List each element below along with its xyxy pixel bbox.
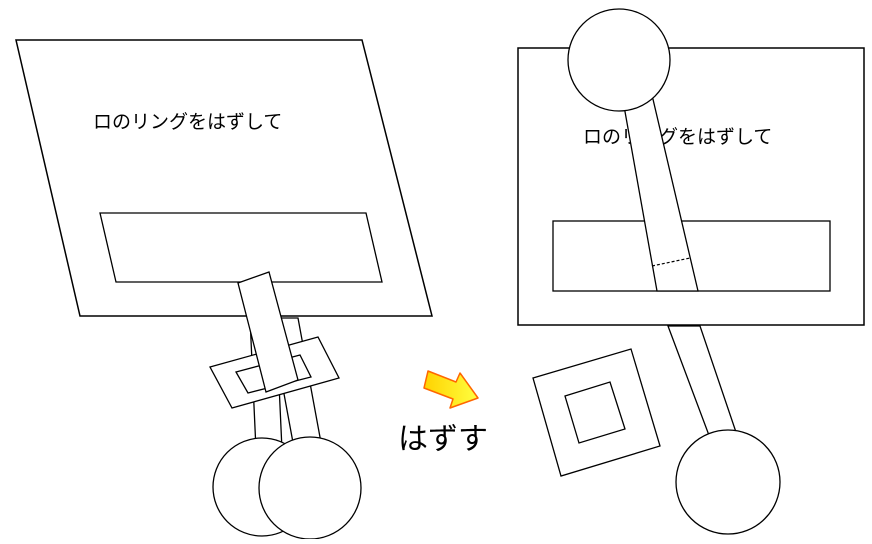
left-strap-tab xyxy=(237,271,299,393)
right-ball-bottom xyxy=(675,429,781,535)
left-ball-front xyxy=(258,436,362,540)
right-lower-strap xyxy=(667,325,739,439)
right-removed-ring-hole xyxy=(564,381,626,444)
arrow-group: はずす xyxy=(398,370,488,457)
right-strap-fold-line xyxy=(651,257,691,267)
left-assembly: ロのリングをはずして xyxy=(15,39,433,540)
left-card-slot xyxy=(99,212,383,283)
right-assembly: ロのリングをはずして xyxy=(517,8,865,535)
left-instruction-text: ロのリングをはずして xyxy=(93,111,282,133)
right-instruction-text: ロのリングをはずして xyxy=(583,126,772,148)
right-ball-top xyxy=(567,8,671,112)
arrow-label: はずす xyxy=(398,422,488,457)
yellow-arrow-icon xyxy=(423,370,479,409)
